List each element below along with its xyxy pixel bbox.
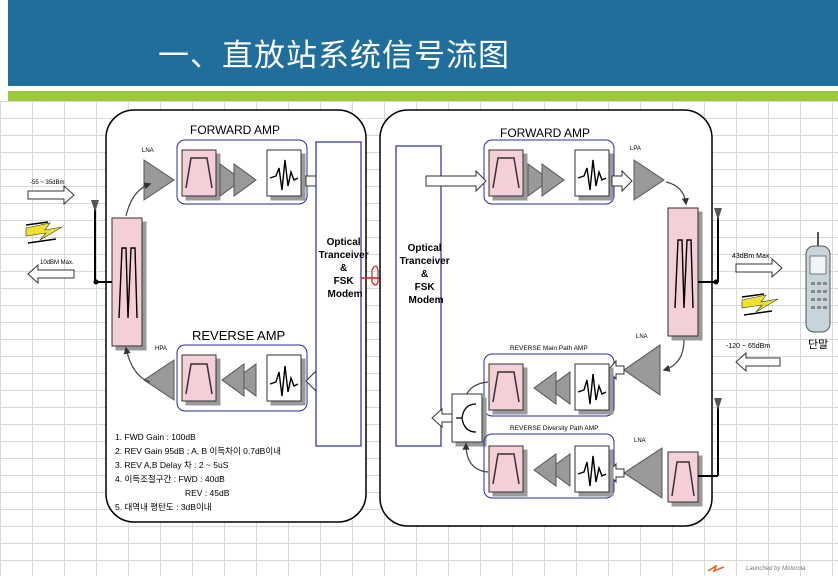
donor-input-level: -55 ~ 35dBm bbox=[30, 180, 65, 186]
remote-rev-div-filter-icon bbox=[488, 445, 524, 493]
donor-lightning-icon bbox=[25, 222, 63, 241]
donor-reverse-amp-title: REVERSE AMP bbox=[192, 328, 285, 343]
donor-specs-list: 1. FWD Gain : 100dB 2. REV Gain 95dB ; A… bbox=[115, 432, 283, 512]
donor-duplexer-icon bbox=[111, 217, 143, 347]
remote-reverse-div-title: REVERSE Diversity Path AMP bbox=[510, 425, 599, 432]
page-title: 一、直放站系统信号流图 bbox=[158, 38, 510, 74]
remote-optical-block bbox=[395, 145, 442, 447]
remote-lna-div-amplifier-icon bbox=[623, 447, 663, 499]
remote-unit-panel: Optical Tranceiver & FSK Modem FORWARD A… bbox=[379, 109, 722, 527]
donor-optical-block bbox=[315, 141, 362, 447]
donor-unit-panel: FORWARD AMP LNA REVERSE AMP HPA bbox=[91, 109, 372, 523]
remote-rev-main-amp2-icon bbox=[533, 371, 557, 405]
remote-rev-main-filter-icon bbox=[488, 363, 524, 411]
remote-input-level: -120 ~ 65dBm bbox=[726, 343, 770, 350]
remote-forward-amp-title: FORWARD AMP bbox=[500, 126, 590, 140]
remote-reverse-main-title: REVERSE Main Path AMP bbox=[510, 345, 588, 352]
donor-optical-label: Optical Tranceiver & FSK Modem bbox=[319, 237, 372, 300]
remote-combiner-output-arrow-icon bbox=[431, 407, 453, 429]
donor-input-arrow-icon bbox=[27, 184, 75, 206]
remote-rev-main-amp-icon bbox=[547, 371, 571, 405]
donor-lna-label: LNA bbox=[142, 148, 154, 154]
remote-lpa-label: LPA bbox=[630, 146, 641, 152]
remote-fwd-input-arrow-icon bbox=[425, 169, 487, 193]
remote-fwd-amp-icon bbox=[527, 163, 551, 197]
remote-lna-div-label: LNA bbox=[634, 438, 646, 444]
remote-output-level: 43dBm Max. bbox=[732, 253, 771, 260]
donor-hpa-amplifier-icon bbox=[143, 359, 175, 401]
donor-forward-amp-title: FORWARD AMP bbox=[190, 123, 280, 137]
donor-antenna-icon bbox=[91, 200, 99, 212]
motorola-logo-icon bbox=[708, 565, 724, 573]
donor-reverse-amp-group bbox=[176, 344, 308, 412]
remote-lpa-amplifier-icon bbox=[633, 159, 665, 201]
remote-rev-main-in-arrow-icon bbox=[607, 359, 625, 381]
donor-fwd-amp2-icon bbox=[233, 163, 257, 197]
remote-lightning-icon bbox=[741, 294, 779, 313]
remote-rev-div-amp-icon bbox=[547, 453, 571, 487]
donor-external-signals: -55 ~ 35dBm 10dBM Max. bbox=[25, 180, 75, 285]
terminal-label: 단말 bbox=[808, 338, 828, 351]
footer-brand-text: Launched by Motorola bbox=[746, 566, 806, 572]
remote-rev-div-amp2-icon bbox=[533, 453, 557, 487]
donor-output-arrow-icon bbox=[27, 263, 75, 285]
donor-rev-amp2-icon bbox=[221, 363, 245, 397]
remote-main-antenna-icon bbox=[714, 208, 722, 220]
remote-input-arrow-icon bbox=[735, 351, 781, 373]
donor-fwd-filter-icon bbox=[181, 149, 217, 197]
remote-optical-label: Optical Tranceiver & FSK Modem bbox=[400, 243, 453, 306]
remote-fwd-amp2-icon bbox=[541, 163, 565, 197]
header-bar: 一、直放站系统信号流图 bbox=[8, 0, 838, 86]
donor-rev-filter-icon bbox=[181, 354, 217, 402]
remote-lna-main-amplifier-icon bbox=[623, 344, 661, 396]
remote-diversity-antenna-icon bbox=[714, 398, 722, 410]
remote-rev-div-in-arrow-icon bbox=[607, 462, 625, 484]
accent-bar bbox=[8, 91, 838, 101]
remote-fwd-output-arrow-icon bbox=[611, 169, 633, 193]
remote-forward-amp-group bbox=[483, 139, 615, 205]
remote-fwd-filter-icon bbox=[488, 149, 524, 197]
remote-lna-main-label: LNA bbox=[636, 334, 648, 340]
donor-output-level: 10dBM Max. bbox=[40, 260, 74, 266]
remote-external-signals: 43dBm Max. -120 ~ 65dBm bbox=[726, 253, 783, 373]
donor-fwd-amp-icon bbox=[219, 163, 243, 197]
donor-hpa-label: HPA bbox=[155, 346, 167, 352]
donor-lna-amplifier-icon bbox=[143, 159, 175, 201]
remote-reverse-main-group bbox=[483, 353, 615, 417]
terminal-phone: 단말 bbox=[805, 232, 831, 351]
remote-output-arrow-icon bbox=[735, 257, 783, 279]
donor-forward-amp-group bbox=[176, 139, 308, 205]
donor-rev-amp-icon bbox=[233, 363, 257, 397]
